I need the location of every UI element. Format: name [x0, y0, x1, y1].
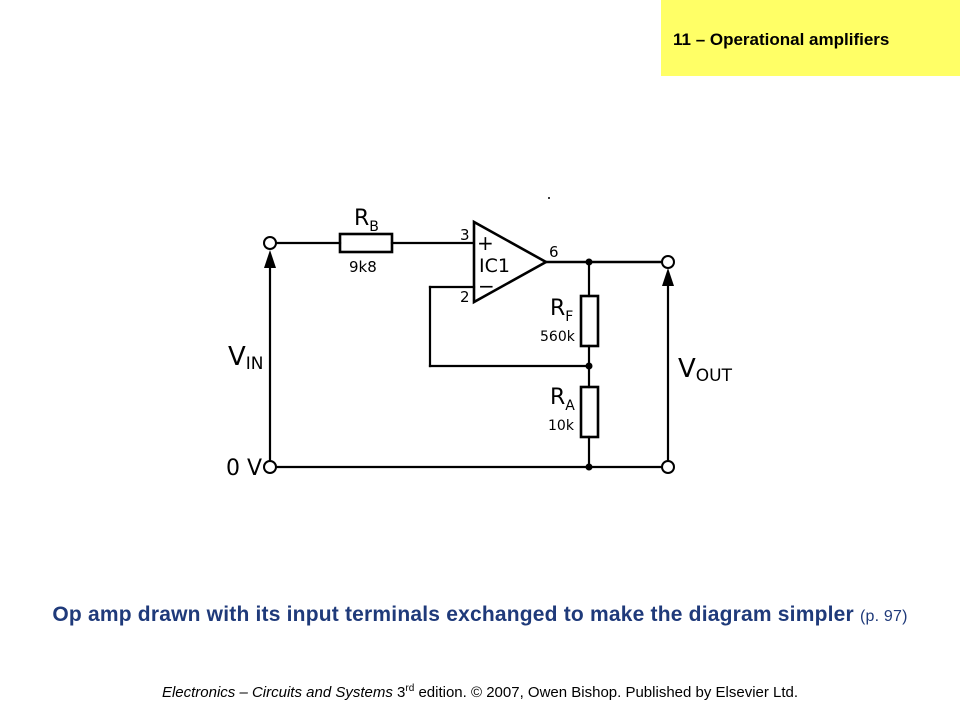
- ra-value: 10k: [548, 418, 575, 434]
- footer-book-title: Electronics – Circuits and Systems: [161, 684, 393, 701]
- rb-name: RB: [354, 206, 379, 235]
- junction-feedback: [585, 362, 593, 370]
- rf-value: 560k: [540, 329, 576, 345]
- vin-arrow-head: [264, 250, 276, 268]
- opamp-symbol: [472, 219, 549, 305]
- resistor-rb: [338, 232, 394, 254]
- footer-edition-sup: rd: [405, 683, 415, 694]
- figure-caption: Op amp drawn with its input terminals ex…: [0, 598, 960, 634]
- vout-arrow-head: [662, 268, 674, 286]
- caption-page-ref: (p. 97): [859, 608, 908, 625]
- footer-edition-num: 3: [397, 684, 406, 701]
- footer-citation: Electronics – Circuits and Systems 3rd e…: [0, 683, 960, 701]
- junction-output: [585, 258, 593, 266]
- ground-terminal-left: [263, 460, 277, 474]
- resistor-ra: [579, 385, 600, 439]
- chapter-header: 11 – Operational amplifiers: [661, 0, 960, 76]
- caption-main: Op amp drawn with its input terminals ex…: [52, 603, 854, 626]
- rb-value: 9k8: [349, 258, 377, 276]
- vin-terminal: [263, 236, 277, 250]
- ra-name: RA: [550, 385, 575, 414]
- ground-terminal-right: [661, 460, 675, 474]
- vout-label: VOUT: [678, 354, 733, 386]
- junction-ground: [585, 463, 593, 471]
- opamp-plus-sign: +: [477, 231, 494, 255]
- opamp-pin-out: 6: [549, 243, 559, 261]
- opamp-minus-sign: −: [478, 274, 495, 298]
- vout-terminal: [661, 255, 675, 269]
- opamp-name: IC1: [479, 255, 510, 277]
- vin-label: VIN: [228, 342, 264, 374]
- footer-rest: edition. © 2007, Owen Bishop. Published …: [414, 684, 799, 701]
- rf-name: RF: [550, 296, 573, 325]
- ground-label: 0 V: [226, 456, 262, 481]
- opamp-pin-minus: 2: [460, 288, 470, 306]
- resistor-rf: [579, 294, 600, 348]
- stray-dot: [548, 197, 550, 199]
- opamp-pin-plus: 3: [460, 226, 470, 244]
- chapter-title: 11 – Operational amplifiers: [673, 30, 890, 49]
